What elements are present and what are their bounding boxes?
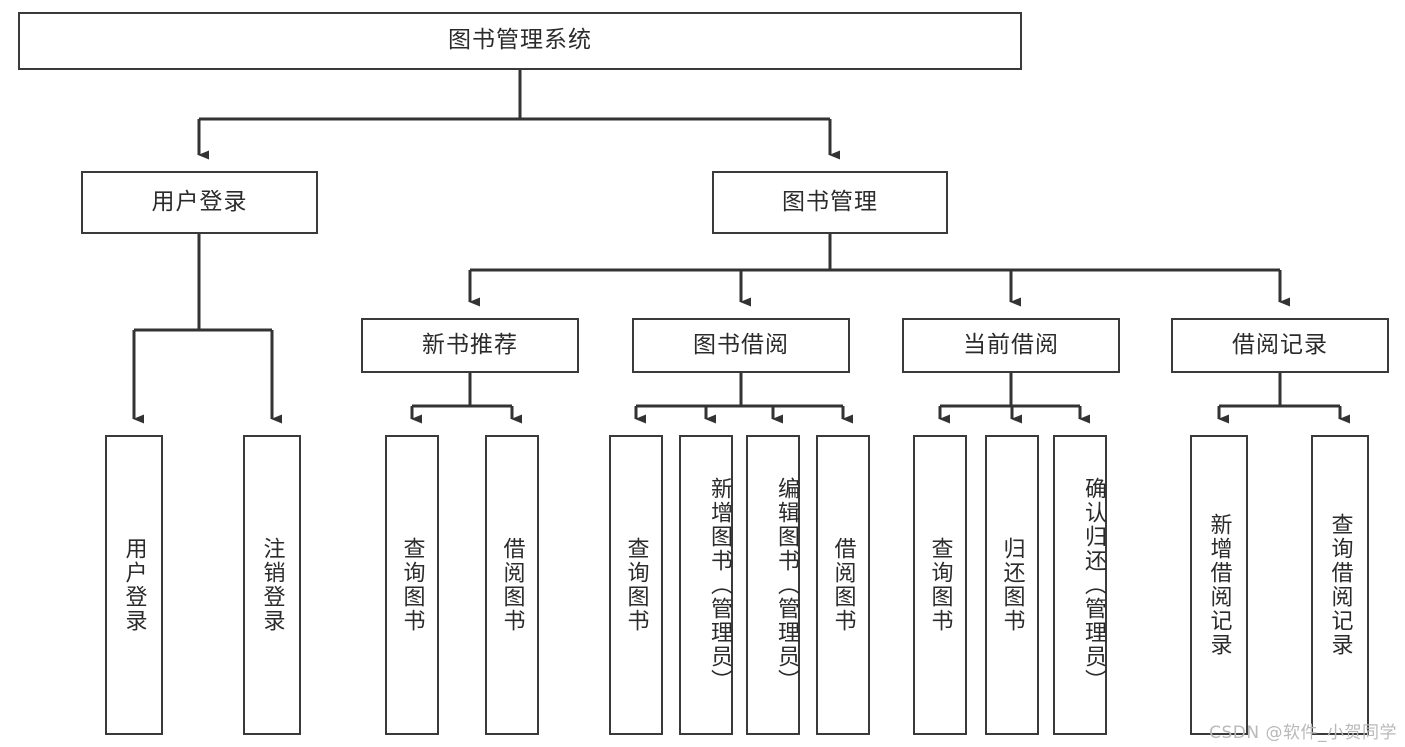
leaf-logout-login[interactable]: 注销登录 (243, 435, 301, 735)
leaf-query-book-borrow-label: 查询图书 (623, 537, 649, 633)
leaf-borrow-book[interactable]: 借阅图书 (816, 435, 870, 735)
leaf-add-book-admin[interactable]: 新增图书（管理员） (679, 435, 733, 735)
leaf-confirm-return-admin-label: 确认归还（管理员） (1081, 477, 1106, 693)
leaf-return-book-label: 归还图书 (999, 537, 1025, 633)
leaf-borrow-book-label: 借阅图书 (830, 537, 856, 633)
node-book-manage[interactable]: 图书管理 (712, 171, 948, 234)
node-new-book-recommend-label: 新书推荐 (422, 331, 518, 358)
leaf-logout-login-label: 注销登录 (259, 537, 285, 633)
node-book-manage-label: 图书管理 (782, 188, 878, 215)
node-book-borrow-label: 图书借阅 (693, 331, 789, 358)
csdn-watermark: CSDN @软件_小贺同学 (1209, 723, 1397, 743)
connector-group-new-book (410, 373, 522, 424)
leaf-query-book-borrow[interactable]: 查询图书 (609, 435, 663, 735)
leaf-confirm-return-admin[interactable]: 确认归还（管理员） (1053, 435, 1107, 735)
leaf-user-login-label: 用户登录 (121, 537, 147, 633)
node-borrow-record[interactable]: 借阅记录 (1171, 318, 1389, 373)
connector-group-current-borrow (938, 373, 1090, 424)
node-current-borrow-label: 当前借阅 (963, 331, 1059, 358)
connector-group-user-login (132, 234, 282, 424)
leaf-add-book-admin-label: 新增图书（管理员） (707, 477, 732, 693)
leaf-query-book-current[interactable]: 查询图书 (913, 435, 967, 735)
node-user-login-label: 用户登录 (151, 188, 248, 215)
node-root[interactable]: 图书管理系统 (18, 12, 1022, 70)
node-new-book-recommend[interactable]: 新书推荐 (361, 318, 579, 373)
leaf-add-borrow-record-label: 新增借阅记录 (1206, 513, 1232, 657)
node-root-label: 图书管理系统 (448, 27, 592, 54)
connector-group-borrow (634, 373, 853, 424)
node-current-borrow[interactable]: 当前借阅 (902, 318, 1120, 373)
connector-group-book-manage (468, 234, 1290, 307)
leaf-return-book[interactable]: 归还图书 (985, 435, 1039, 735)
leaf-query-borrow-record[interactable]: 查询借阅记录 (1311, 435, 1369, 735)
leaf-user-login[interactable]: 用户登录 (105, 435, 163, 735)
leaf-query-book-recommend-label: 查询图书 (399, 537, 425, 633)
leaf-borrow-book-recommend-label: 借阅图书 (499, 537, 525, 633)
node-book-borrow[interactable]: 图书借阅 (632, 318, 850, 373)
leaf-edit-book-admin-label: 编辑图书（管理员） (774, 477, 799, 693)
leaf-borrow-book-recommend[interactable]: 借阅图书 (485, 435, 539, 735)
connector-group-borrow-record (1217, 373, 1350, 424)
leaf-query-book-recommend[interactable]: 查询图书 (385, 435, 439, 735)
node-borrow-record-label: 借阅记录 (1232, 331, 1328, 358)
leaf-query-borrow-record-label: 查询借阅记录 (1327, 513, 1353, 657)
leaf-query-book-current-label: 查询图书 (927, 537, 953, 633)
leaf-add-borrow-record[interactable]: 新增借阅记录 (1190, 435, 1248, 735)
connector-group-root (197, 70, 840, 160)
leaf-edit-book-admin[interactable]: 编辑图书（管理员） (746, 435, 800, 735)
node-user-login[interactable]: 用户登录 (81, 171, 318, 234)
